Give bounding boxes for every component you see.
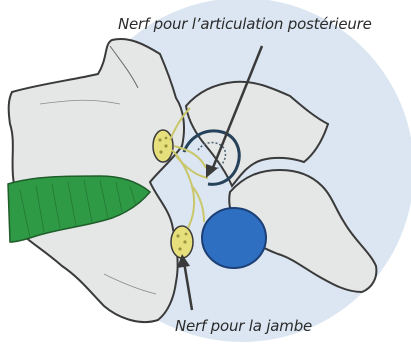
disc-herniation (202, 208, 266, 268)
label-leg-nerve: Nerf pour la jambe (175, 317, 312, 335)
nerve-root-lower (171, 226, 193, 258)
nerve-root-upper (153, 130, 173, 162)
label-posterior-joint-nerve: Nerf pour l’articulation postérieure (118, 15, 372, 33)
